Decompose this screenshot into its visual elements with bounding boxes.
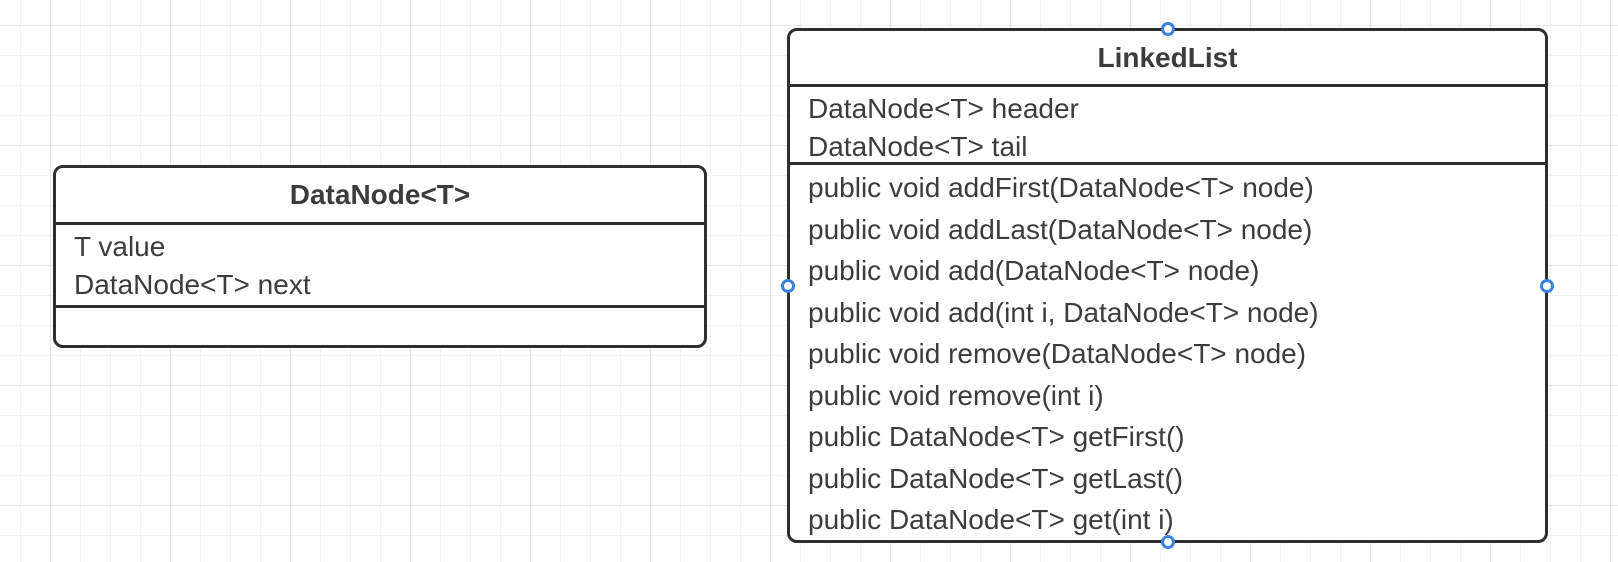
uml-class-datanode[interactable]: DataNode<T> T value DataNode<T> next (53, 165, 707, 348)
class-method: public void addFirst(DataNode<T> node) (808, 172, 1314, 203)
connection-handle-right-icon[interactable] (1540, 278, 1554, 293)
class-method: public void remove(int i) (808, 379, 1104, 411)
class-attributes-datanode: T value DataNode<T> next (56, 225, 704, 308)
class-methods-linkedlist: public void addFirst(DataNode<T> node) p… (790, 165, 1545, 540)
connection-handle-bottom-icon[interactable] (1160, 535, 1175, 549)
class-attribute: DataNode<T> tail (808, 131, 1028, 162)
connection-handle-top-icon[interactable] (1160, 22, 1175, 36)
class-attribute: T value (74, 231, 166, 262)
class-attributes-linkedlist: DataNode<T> header DataNode<T> tail (790, 87, 1545, 165)
class-methods-datanode-empty (56, 308, 704, 345)
connection-handle-left-icon[interactable] (781, 278, 795, 293)
class-method: public void add(int i, DataNode<T> node) (808, 296, 1319, 328)
class-method: public DataNode<T> getFirst() (808, 421, 1185, 452)
class-method: public DataNode<T> getLast() (808, 462, 1184, 494)
class-attribute: DataNode<T> header (808, 93, 1079, 124)
class-method: public void add(DataNode<T> node) (808, 255, 1260, 286)
uml-class-linkedlist[interactable]: LinkedList DataNode<T> header DataNode<T… (781, 22, 1554, 549)
class-method: public DataNode<T> get(int i) (808, 504, 1174, 535)
class-title-linkedlist: LinkedList (790, 31, 1545, 87)
class-method: public void remove(DataNode<T> node) (808, 338, 1307, 369)
class-method: public void addLast(DataNode<T> node) (808, 213, 1313, 245)
class-attribute: DataNode<T> next (74, 269, 311, 300)
class-title-datanode: DataNode<T> (56, 168, 704, 225)
